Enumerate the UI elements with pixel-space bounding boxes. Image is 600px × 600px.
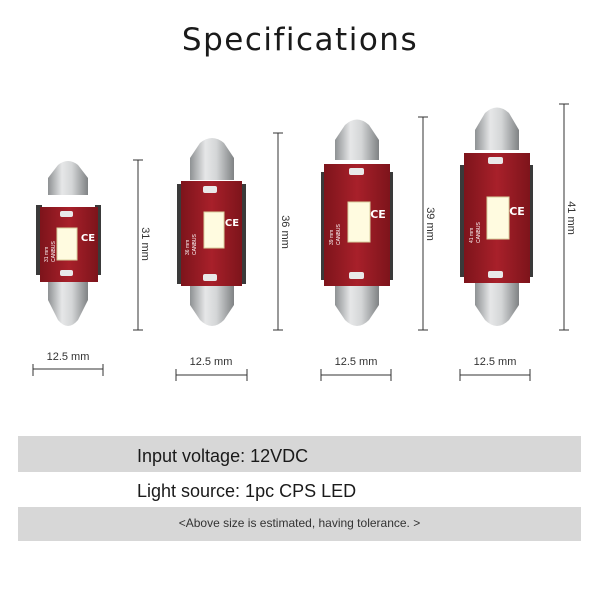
bulb-36mm: CE 36 mm CANBUS — [175, 132, 283, 381]
pcb-canbus-text: CANBUS — [476, 221, 482, 243]
pcb-length-text: 41 mm — [469, 228, 475, 243]
pcb-length-text: 36 mm — [185, 240, 191, 255]
bulb-41mm: CE 41 mm CANBUS — [459, 103, 569, 381]
ce-mark: CE — [81, 233, 95, 244]
tolerance-note: <Above size is estimated, having toleran… — [178, 516, 421, 530]
length-label-41mm: 41 mm — [564, 201, 577, 235]
light-source-text: Light source: 1pc CPS LED — [137, 481, 357, 501]
length-label-36mm: 36 mm — [278, 215, 291, 249]
pcb-canbus-text: CANBUS — [192, 233, 198, 255]
width-label-31mm: 12.5 mm — [46, 351, 90, 363]
length-label-39mm: 39 mm — [423, 207, 436, 241]
ce-mark: CE — [370, 208, 386, 221]
page-title: Specifications — [181, 22, 419, 58]
input-voltage-text: Input voltage: 12VDC — [137, 446, 309, 466]
pcb-canbus-text: CANBUS — [51, 240, 57, 262]
length-label-31mm: 31 mm — [138, 227, 151, 261]
width-label-41mm: 12.5 mm — [473, 356, 517, 368]
width-label-39mm: 12.5 mm — [334, 356, 378, 368]
ce-mark: CE — [509, 205, 525, 218]
pcb-length-text: 31 mm — [44, 247, 50, 262]
bulb-diagrams: CE 31 mm CANBUS CE 36 mm CANBUS — [32, 103, 569, 381]
bulb-39mm: CE 39 mm CANBUS — [320, 116, 428, 381]
spec-band-voltage — [18, 436, 581, 472]
ce-mark: CE — [225, 218, 239, 229]
pcb-length-text: 39 mm — [329, 230, 335, 245]
bulb-31mm: CE 31 mm CANBUS — [32, 159, 143, 376]
width-label-36mm: 12.5 mm — [189, 356, 233, 368]
spec-band-note — [18, 507, 581, 541]
pcb-canbus-text: CANBUS — [336, 223, 342, 245]
